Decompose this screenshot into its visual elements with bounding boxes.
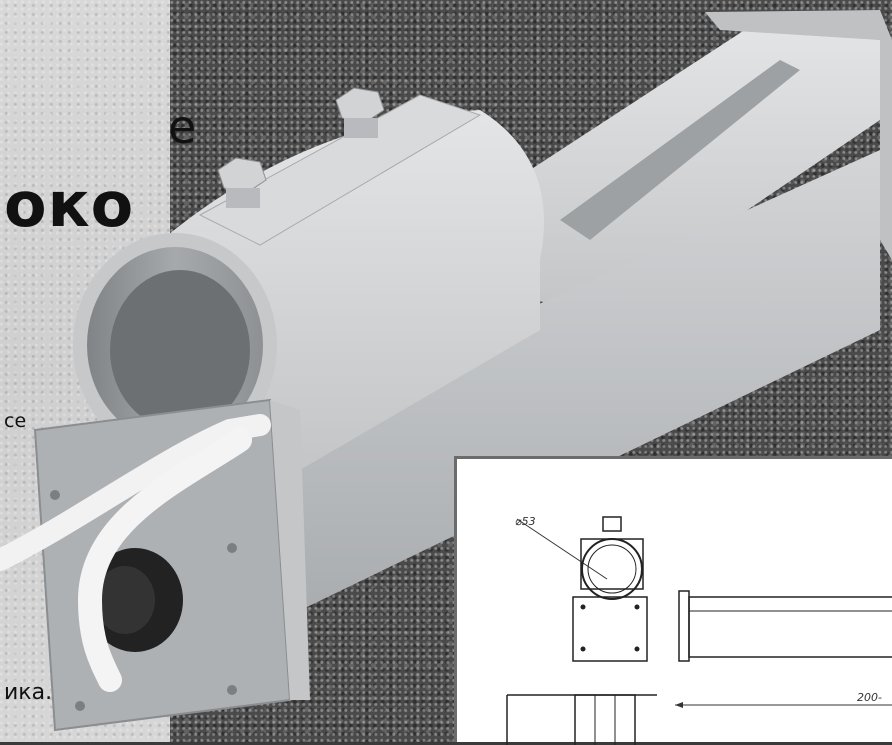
diameter-label: ⌀53: [515, 515, 536, 528]
screw-bottom-left: [75, 701, 85, 711]
arm-groove: [560, 60, 800, 240]
white-cable-lower: [77, 428, 252, 692]
tube-inner-shadow: [110, 270, 250, 430]
technical-drawing: ⌀53 200-: [506, 515, 892, 745]
cropped-heading-bold-fragment: око: [4, 168, 135, 241]
screw-top-right: [227, 543, 237, 553]
cropped-heading-fragment: е: [168, 100, 197, 154]
cable-gland: [87, 548, 183, 652]
bolt-right: [335, 87, 385, 138]
cropped-body-text-fragment: се: [4, 410, 27, 432]
arm-top-face: [530, 20, 880, 310]
white-cable-upper: [0, 414, 271, 571]
length-label: 200-: [857, 691, 882, 704]
technical-drawing-inset: ⌀53 200-: [454, 456, 892, 745]
front-plate-edge: [270, 400, 310, 700]
screw-top-left: [50, 490, 60, 500]
end-plate: [705, 10, 892, 260]
cropped-body-text-fragment-end: ика.: [4, 680, 53, 705]
screw-bottom-right: [227, 685, 237, 695]
bolt-left: [217, 157, 267, 208]
arm-side-face: [260, 150, 880, 620]
